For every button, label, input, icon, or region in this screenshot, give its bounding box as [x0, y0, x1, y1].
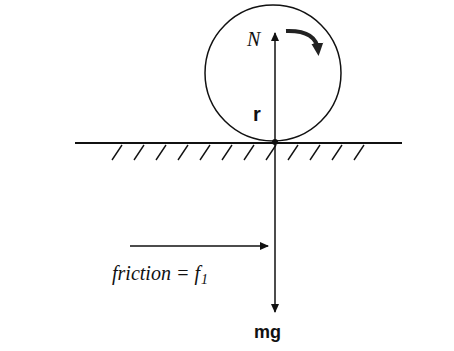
ground-line	[75, 142, 402, 144]
subscript: 1	[201, 272, 208, 288]
ground-hatching	[112, 145, 364, 160]
force-label: mg	[254, 322, 281, 343]
normal-force-arrow	[274, 33, 276, 142]
rotation-arrow	[286, 31, 318, 50]
weight-arrow	[274, 142, 276, 312]
force-label: N	[247, 28, 260, 51]
force-label: friction = f	[112, 262, 200, 285]
wheel-circle	[205, 5, 341, 141]
radius-label: r	[253, 103, 261, 126]
friction-arrow	[130, 245, 268, 247]
